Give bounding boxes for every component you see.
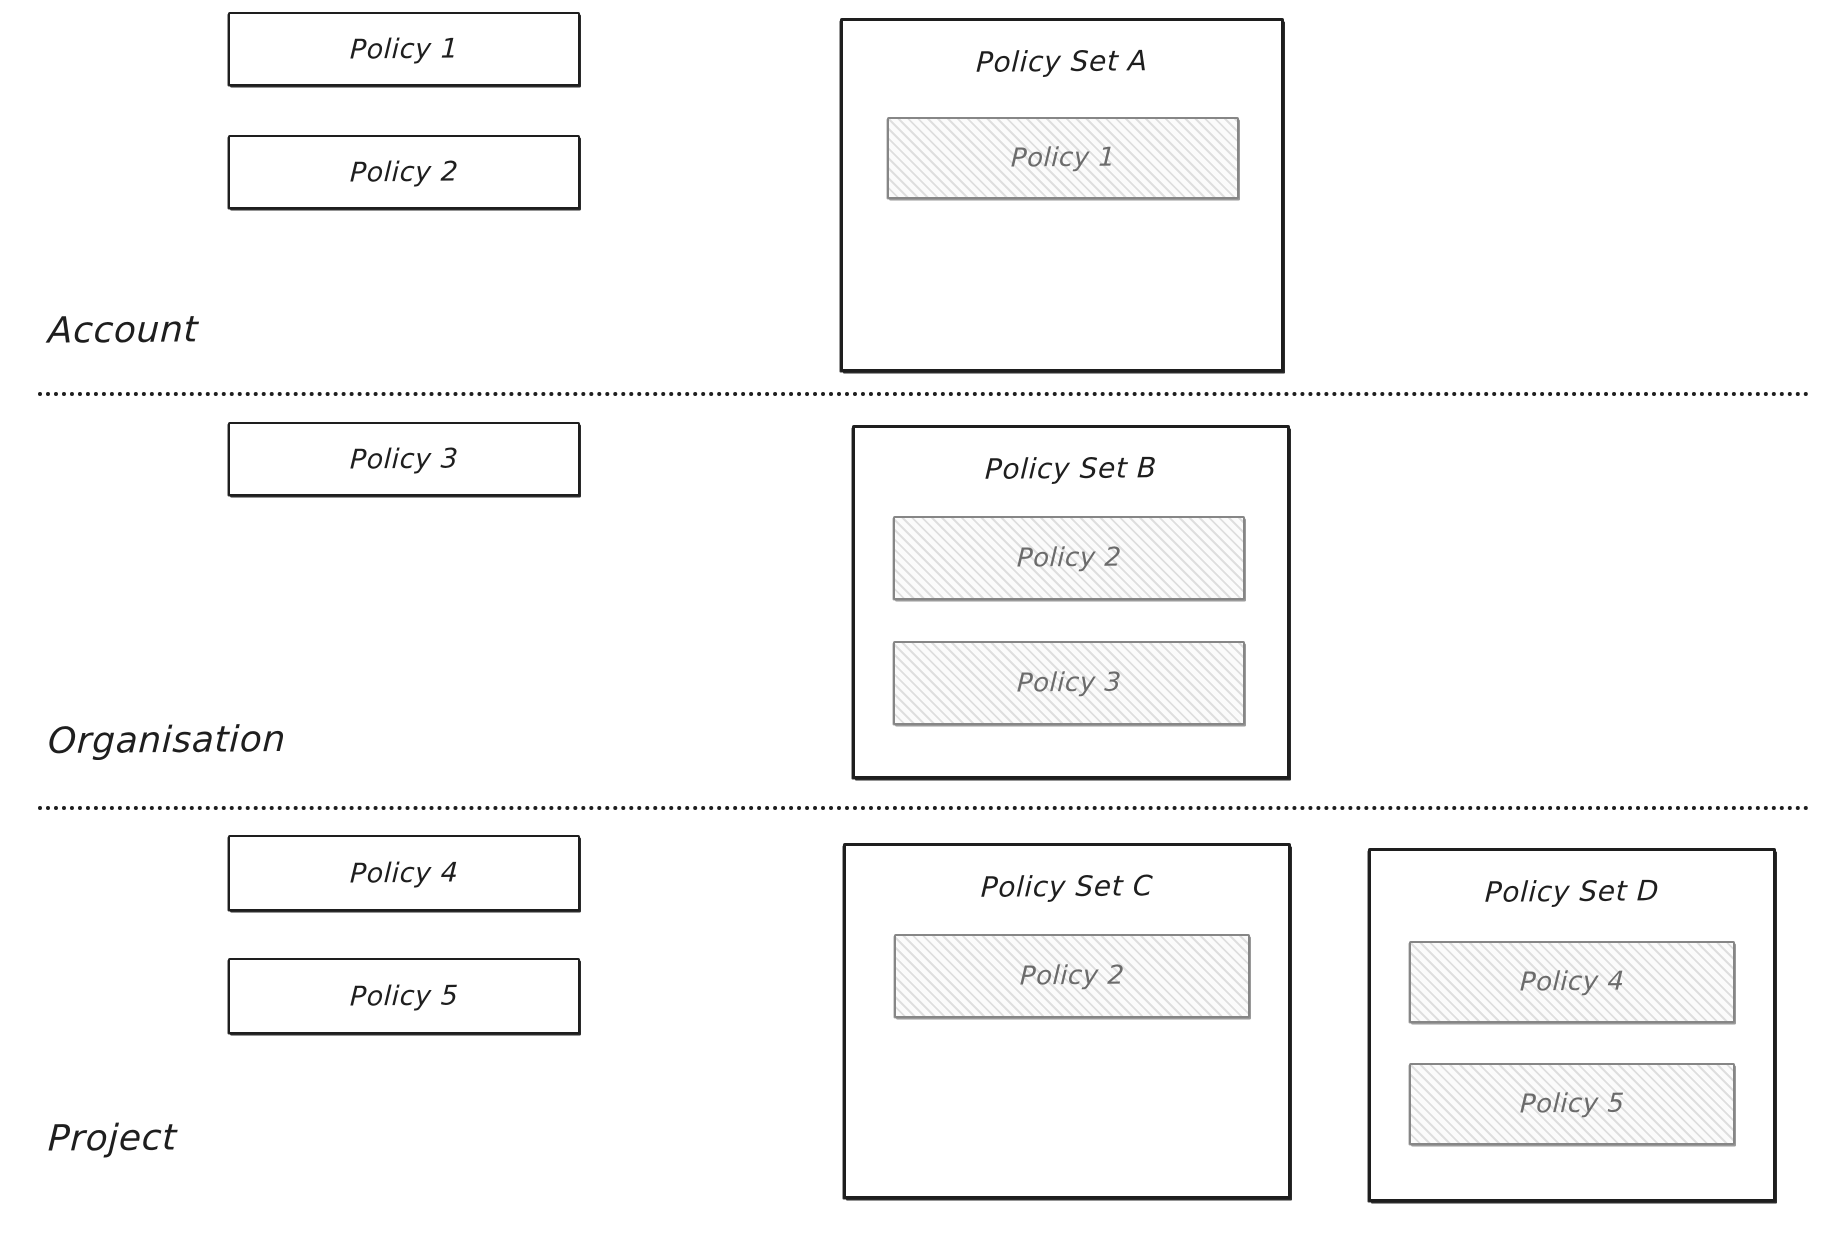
policy-chip-d-0[interactable]: Policy 4: [1409, 941, 1735, 1023]
policy-chip-c-0[interactable]: Policy 2: [894, 934, 1250, 1018]
policy-set-c[interactable]: Policy Set C Policy 2: [843, 843, 1291, 1199]
tier-divider-account-organisation: [38, 392, 1810, 396]
policy-set-title: Policy Set B: [984, 451, 1158, 486]
policy-chip-b-1[interactable]: Policy 3: [893, 641, 1245, 725]
policy-chip-label: Policy 4: [1519, 966, 1625, 998]
policy-box-project-0[interactable]: Policy 4: [228, 835, 580, 911]
policy-set-b[interactable]: Policy Set B Policy 2 Policy 3: [852, 425, 1290, 779]
tier-label-organisation: Organisation: [47, 718, 287, 763]
policy-chip-label: Policy 5: [1519, 1088, 1625, 1120]
policy-box-label: Policy 1: [349, 33, 459, 65]
policy-set-a[interactable]: Policy Set A Policy 1: [840, 18, 1284, 372]
tier-divider-organisation-project: [38, 806, 1810, 810]
policy-set-title: Policy Set D: [1484, 874, 1660, 909]
policy-chip-d-1[interactable]: Policy 5: [1409, 1063, 1735, 1145]
policy-chip-label: Policy 2: [1016, 542, 1122, 574]
policy-chip-a-0[interactable]: Policy 1: [887, 117, 1239, 199]
policy-box-project-1[interactable]: Policy 5: [228, 958, 580, 1034]
policy-box-account-1[interactable]: Policy 2: [228, 135, 580, 209]
policy-box-account-0[interactable]: Policy 1: [228, 12, 580, 86]
policy-chip-label: Policy 1: [1010, 142, 1116, 174]
tier-label-account: Account: [47, 309, 200, 352]
policy-set-title: Policy Set A: [975, 44, 1149, 79]
policy-box-label: Policy 2: [349, 156, 459, 188]
policy-box-label: Policy 4: [349, 857, 459, 889]
policy-set-title: Policy Set C: [980, 869, 1154, 904]
tier-label-project: Project: [47, 1117, 178, 1160]
policy-chip-label: Policy 3: [1016, 667, 1122, 699]
policy-box-label: Policy 5: [349, 980, 459, 1012]
policy-box-organisation-0[interactable]: Policy 3: [228, 422, 580, 496]
policy-chip-b-0[interactable]: Policy 2: [893, 516, 1245, 600]
policy-box-label: Policy 3: [349, 443, 459, 475]
policy-set-d[interactable]: Policy Set D Policy 4 Policy 5: [1368, 848, 1776, 1202]
policy-chip-label: Policy 2: [1019, 960, 1125, 992]
